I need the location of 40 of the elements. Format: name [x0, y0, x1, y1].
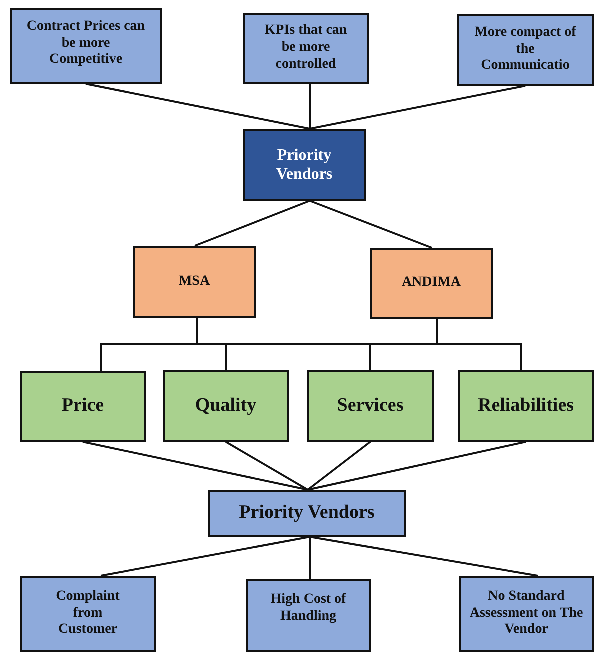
connector-line	[82, 441, 308, 491]
connector-line	[310, 200, 432, 249]
process-box	[457, 14, 594, 86]
process-box	[20, 371, 146, 442]
box-label: Services	[337, 394, 404, 418]
box-label: Priority Vendors	[239, 502, 375, 525]
process-box	[10, 8, 162, 84]
process-box	[163, 370, 289, 442]
process-box	[208, 490, 406, 537]
connector-line	[310, 536, 538, 577]
box-label: Quality	[195, 394, 257, 418]
connector-line	[309, 537, 311, 579]
process-box	[246, 579, 371, 652]
connector-line	[309, 84, 311, 129]
box-label: Priority Vendors	[275, 146, 334, 184]
box-label: High Cost of Handling	[270, 592, 348, 626]
box-label: More compact of the Communicatio	[474, 24, 578, 76]
box-label: No Standard Assessment on The Vendor	[469, 588, 584, 640]
box-label: Price	[62, 395, 104, 418]
connector-line	[86, 83, 310, 130]
connector-line	[100, 536, 310, 577]
process-box	[459, 576, 594, 652]
box-label: Complaint from Customer	[55, 588, 121, 640]
box-label: ANDIMA	[402, 275, 462, 292]
process-box	[243, 13, 369, 84]
connector-line	[307, 441, 372, 491]
process-box	[458, 370, 594, 442]
connector-line	[308, 441, 526, 491]
box-label: KPIs that can be more controlled	[264, 23, 348, 74]
process-box	[133, 246, 256, 318]
process-box	[370, 248, 493, 319]
box-label: Contract Prices can be more Competitive	[26, 18, 146, 70]
box-label: MSA	[178, 274, 210, 290]
connector-line	[310, 85, 526, 130]
box-label: Reliabilities	[478, 394, 574, 418]
process-box	[307, 370, 434, 442]
process-box	[20, 576, 156, 652]
connector-line	[226, 441, 308, 491]
process-box	[243, 129, 366, 201]
connector-line	[194, 200, 310, 247]
